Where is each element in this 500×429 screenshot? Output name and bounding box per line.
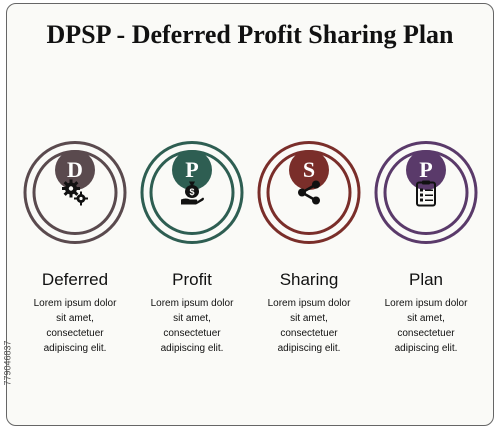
share-icon [294, 178, 324, 213]
desc-line: Lorem ipsum dolor [150, 298, 234, 309]
desc-line: adipiscing elit. [277, 343, 341, 354]
step-label: Deferred [41, 270, 109, 289]
desc-line: adipiscing elit. [43, 343, 107, 354]
desc-line: sit amet, [173, 313, 211, 324]
desc-line: Lorem ipsum dolor [33, 298, 117, 309]
step-description: Lorem ipsum dolor sit amet, consectetuer… [251, 296, 367, 356]
desc-line: consectetuer [280, 328, 338, 339]
desc-line: Lorem ipsum dolor [267, 298, 351, 309]
letter-badge: S [289, 150, 329, 190]
step-description: Lorem ipsum dolor sit amet, consectetuer… [368, 296, 484, 356]
stock-id-text: 779046837 [3, 340, 13, 386]
step-description: Lorem ipsum dolor sit amet, consectetuer… [134, 296, 250, 356]
desc-line: adipiscing elit. [160, 343, 224, 354]
clipboard-checklist-icon [411, 178, 441, 213]
desc-line: consectetuer [163, 328, 221, 339]
desc-line: adipiscing elit. [394, 343, 458, 354]
money-hand-icon: $ [177, 178, 207, 213]
stock-id-label: 779046837 [0, 308, 16, 418]
desc-line: sit amet, [56, 313, 94, 324]
desc-line: Lorem ipsum dolor [384, 298, 468, 309]
step-description: Lorem ipsum dolor sit amet, consectetuer… [17, 296, 133, 356]
desc-line: consectetuer [397, 328, 455, 339]
infographic-frame [6, 3, 494, 426]
step-label: Sharing [279, 270, 339, 289]
page-title: DPSP - Deferred Profit Sharing Plan [46, 20, 454, 49]
desc-line: sit amet, [407, 313, 445, 324]
step-label: Profit [172, 270, 212, 289]
desc-line: consectetuer [46, 328, 104, 339]
gears-icon [60, 178, 90, 213]
step-label: Plan [408, 270, 444, 289]
desc-line: sit amet, [290, 313, 328, 324]
svg-text:$: $ [189, 187, 194, 197]
